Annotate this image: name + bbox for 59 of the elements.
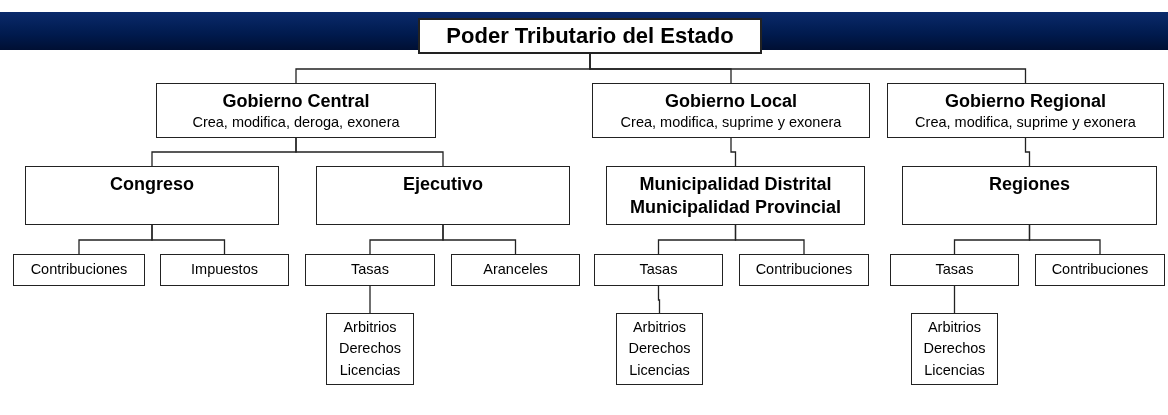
connector-line (1028, 224, 1101, 255)
box-text: Municipalidad Provincial (629, 195, 841, 218)
box-text: Gobierno Local (665, 90, 797, 113)
box-text: Licencias (629, 360, 690, 380)
box-text: Tasas (351, 261, 389, 279)
box-text: Regiones (989, 173, 1070, 196)
box-text: Crea, modifica, suprime y exonera (620, 112, 842, 131)
connector-line (657, 285, 661, 314)
tax-box (13, 254, 145, 286)
authority-box (25, 166, 279, 225)
authority-box (316, 166, 570, 225)
connector-line (442, 224, 517, 255)
tax-box (160, 254, 289, 286)
connector-line (151, 224, 226, 255)
connector-line (1024, 137, 1031, 167)
title-box (418, 18, 762, 54)
connector-line (730, 137, 737, 167)
box-text: Contribuciones (30, 261, 128, 279)
box-text: Arbitrios (343, 318, 397, 338)
government-box (592, 83, 870, 138)
connector-line (369, 285, 371, 314)
connector-line (295, 137, 444, 167)
connector-line (953, 285, 956, 314)
box-text: Derechos (338, 339, 402, 359)
box-text: Impuestos (191, 261, 258, 279)
tax-box (326, 313, 414, 385)
tax-box (739, 254, 869, 286)
tax-box (305, 254, 435, 286)
tax-box (616, 313, 703, 385)
tax-box (911, 313, 998, 385)
authority-box (902, 166, 1157, 225)
government-box (156, 83, 436, 138)
box-text: Licencias (339, 360, 401, 380)
box-text: Derechos (923, 339, 986, 359)
box-text: Crea, modifica, deroga, exonera (192, 112, 400, 131)
box-text: Derechos (628, 339, 691, 359)
box-text: Tasas (639, 261, 678, 279)
connector-line (589, 53, 1027, 84)
box-text: Tasas (935, 261, 974, 279)
box-text: Contribuciones (1051, 261, 1149, 279)
government-box (887, 83, 1164, 138)
tax-box (890, 254, 1019, 286)
box-text: Ejecutivo (403, 173, 483, 196)
authority-box (606, 166, 865, 225)
box-text: Arbitrios (632, 318, 687, 338)
box-text: Municipalidad Distrital (639, 173, 832, 196)
box-text: Contribuciones (755, 261, 853, 279)
box-text: Licencias (924, 360, 985, 380)
connector-line (734, 224, 805, 255)
box-text: Congreso (110, 173, 194, 196)
box-text: Poder Tributario del Estado (446, 22, 734, 50)
tax-box (594, 254, 723, 286)
box-text: Crea, modifica, suprime y exonera (915, 112, 1136, 131)
tax-box (1035, 254, 1165, 286)
tax-box (451, 254, 580, 286)
box-text: Gobierno Central (222, 90, 370, 113)
box-text: Arbitrios (927, 318, 982, 338)
box-text: Aranceles (483, 261, 548, 279)
box-text: Gobierno Regional (945, 90, 1106, 113)
